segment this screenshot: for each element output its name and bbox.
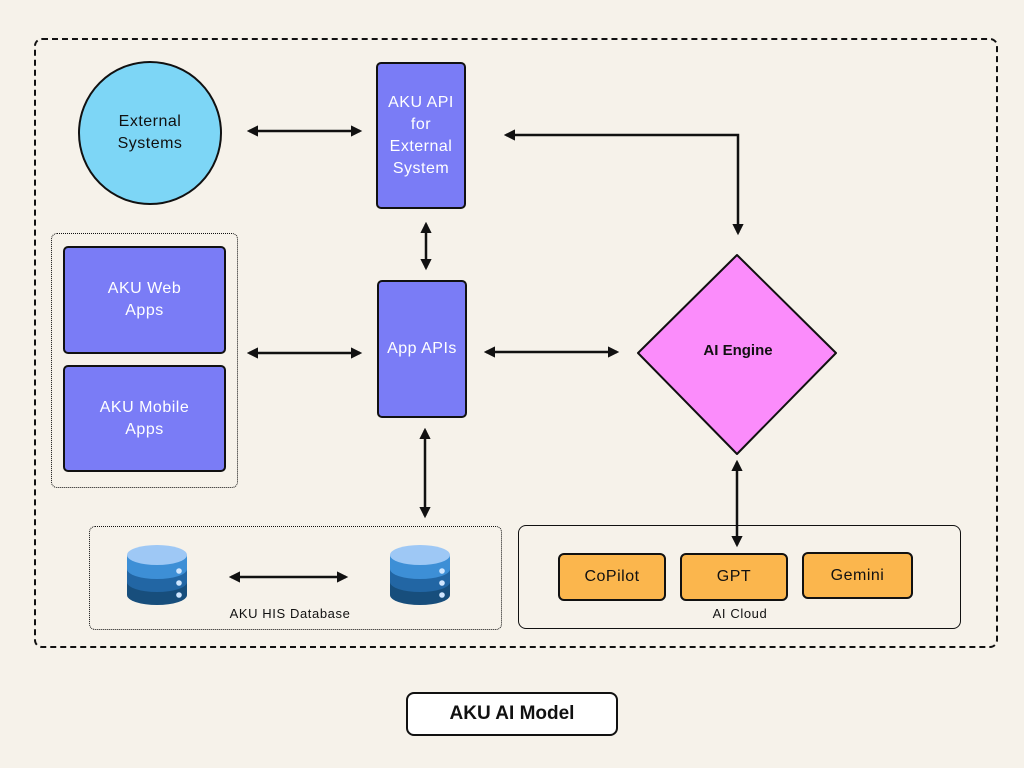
provider-copilot: CoPilot <box>558 553 666 601</box>
client-apps-group <box>51 233 238 488</box>
arrow-api-external-engine <box>503 129 744 236</box>
ai-engine-diamond <box>637 254 837 455</box>
database-icon <box>390 545 450 605</box>
app-apis-node: App APIs <box>377 280 467 418</box>
external-systems-node: External Systems <box>78 61 222 205</box>
api-for-external-system-node: AKU API for External System <box>376 62 466 209</box>
database-group-label: AKU HIS Database <box>229 606 351 621</box>
database-group <box>89 526 502 630</box>
diagram-title: AKU AI Model <box>406 692 618 736</box>
ai-engine-label: AI Engine <box>703 342 773 359</box>
provider-gpt: GPT <box>680 553 788 601</box>
database-icon <box>127 545 187 605</box>
mobile-apps-node: AKU Mobile Apps <box>63 365 226 472</box>
provider-gemini: Gemini <box>802 552 913 599</box>
ai-cloud-label: AI Cloud <box>712 606 768 621</box>
system-boundary <box>34 38 998 648</box>
web-apps-node: AKU Web Apps <box>63 246 226 354</box>
